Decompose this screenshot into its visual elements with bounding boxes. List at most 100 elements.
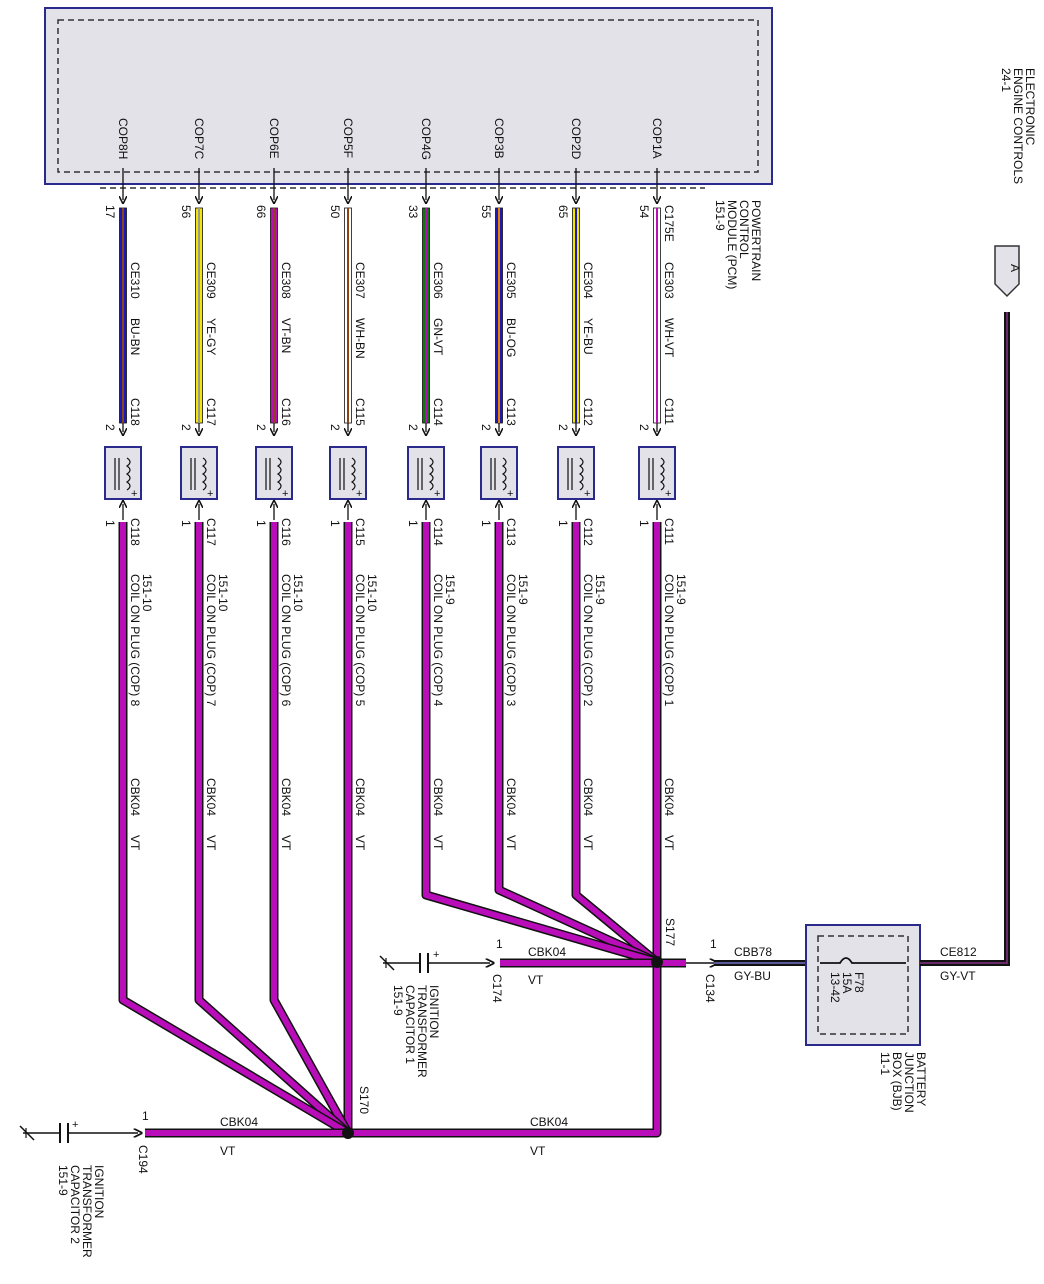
coil-icon: + [407, 446, 445, 500]
pcm-pin-name: COP2D [569, 118, 583, 160]
coil-page: 151-10 [216, 574, 230, 612]
coil-icon: + [329, 446, 367, 500]
pcm-pin-name: COP7C [192, 118, 206, 160]
coil-label: COIL ON PLUG (COP) 7 [204, 574, 218, 707]
svg-text:TRANSFORMER: TRANSFORMER [415, 985, 429, 1078]
circuit-id: CE310 [128, 262, 142, 299]
coil-pin-upper: 2 [556, 424, 570, 431]
ignition-capacitor-2: + 1 C194 CBK04 VT IGNITION TRANSFORMER C… [19, 1109, 258, 1258]
pcm-connector: C175E [662, 205, 676, 242]
engine-controls-line-1: ELECTRONIC [1023, 68, 1037, 146]
circuit-id: CE308 [279, 262, 293, 299]
splice-s177: S177 [651, 918, 677, 968]
svg-text:+: + [665, 488, 671, 500]
ce812-circuit: CE812 [940, 945, 977, 959]
cap2-conn: C194 [136, 1145, 150, 1174]
connector-lower: C115 [353, 518, 367, 546]
connector-lower: C114 [431, 518, 445, 546]
svg-text:BATTERY: BATTERY [914, 1052, 928, 1106]
svg-text:TRANSFORMER: TRANSFORMER [80, 1165, 94, 1258]
ground-circuit: CBK04 [581, 778, 595, 816]
connector-a-label: A [1008, 264, 1022, 272]
coil-page: 151-10 [291, 574, 305, 612]
coil-pin-upper: 2 [637, 424, 651, 431]
ground-circuit: CBK04 [431, 778, 445, 816]
coil-icon: + [104, 446, 142, 500]
fuse-page: 13-42 [828, 972, 842, 1003]
pcm-pin-name: COP5F [341, 118, 355, 158]
connector-lower: C117 [204, 518, 218, 546]
connector-upper: C115 [353, 398, 367, 426]
coil-label: COIL ON PLUG (COP) 2 [581, 574, 595, 707]
coil-pin-lower: 1 [637, 520, 651, 527]
svg-text:CAPACITOR 1: CAPACITOR 1 [403, 985, 417, 1064]
engine-controls-line-2: ENGINE CONTROLS [1011, 68, 1025, 184]
connector-lower: C112 [581, 518, 595, 546]
coil-page: 151-9 [516, 574, 530, 605]
svg-text:JUNCTION: JUNCTION [902, 1052, 916, 1113]
coil-page: 151-10 [365, 574, 379, 612]
circuit-id: CE307 [353, 262, 367, 299]
s170-link-circuit: CBK04 [530, 1115, 568, 1129]
svg-text:IGNITION: IGNITION [92, 1165, 106, 1218]
connector-lower: C116 [279, 518, 293, 546]
ignition-capacitor-1: + 1 C174 CBK04 VT IGNITION TRANSFORMER C… [379, 937, 566, 1078]
cbb78-wire: CBB78 GY-BU [714, 945, 808, 983]
coil-pin-lower: 1 [179, 520, 193, 527]
connector-upper: C111 [662, 398, 676, 425]
fuse-rating: 15A [840, 972, 854, 993]
svg-text:+: + [131, 488, 137, 500]
ground-circuit: CBK04 [662, 778, 676, 816]
coil-label: COIL ON PLUG (COP) 5 [353, 574, 367, 707]
coil-icon: + [557, 446, 595, 500]
pcm-pin-number: 56 [179, 205, 193, 219]
cap2-color: VT [220, 1144, 236, 1158]
pcm-pin-number: 66 [254, 205, 268, 219]
svg-text:+: + [584, 488, 590, 500]
pcm-pin-number: 55 [479, 205, 493, 219]
connector-lower: C111 [662, 518, 676, 545]
coil-icon: + [480, 446, 518, 500]
circuit-id: CE303 [662, 262, 676, 299]
pcm-pin-name: COP6E [267, 118, 281, 159]
pcm-pin-number: 65 [556, 205, 570, 219]
c134-pin: 1 [710, 937, 717, 951]
coil-icon: + [255, 446, 293, 500]
svg-text:+: + [356, 488, 362, 500]
coil-pin-upper: 2 [179, 424, 193, 431]
pcm-pin-number: 50 [328, 205, 342, 219]
pcm-pin-name: COP1A [650, 118, 664, 159]
ground-circuit: CBK04 [128, 778, 142, 816]
ground-color: VT [581, 835, 595, 851]
connector-upper: C112 [581, 398, 595, 426]
cap1-color: VT [528, 973, 544, 987]
connector-upper: C113 [504, 398, 518, 426]
ground-color: VT [504, 835, 518, 851]
pcm-label: POWERTRAIN CONTROL MODULE (PCM) 151-9 [713, 200, 763, 289]
svg-text:IGNITION: IGNITION [427, 985, 441, 1038]
cap1-circuit: CBK04 [528, 945, 566, 959]
svg-text:+: + [434, 488, 440, 500]
c134-connector: 1 C134 [686, 937, 717, 1003]
ground-color: VT [128, 835, 142, 851]
wire-color: YE-GY [204, 318, 218, 355]
pcm-pin-name: COP3B [492, 118, 506, 159]
splice-s170-label: S170 [357, 1086, 371, 1114]
svg-text:11-1: 11-1 [878, 1052, 892, 1075]
svg-text:+: + [282, 488, 288, 500]
splice-s177-label: S177 [663, 918, 677, 946]
pcm-pin-number: 54 [637, 205, 651, 219]
coil-pin-lower: 1 [556, 520, 570, 527]
coil-pin-upper: 2 [328, 424, 342, 431]
coil-pin-upper: 2 [406, 424, 420, 431]
ground-color: VT [204, 835, 218, 851]
connector-a: A [994, 245, 1022, 298]
coil-label: COIL ON PLUG (COP) 4 [431, 574, 445, 707]
circuit-id: CE309 [204, 262, 218, 299]
circuit-id: CE305 [504, 262, 518, 299]
